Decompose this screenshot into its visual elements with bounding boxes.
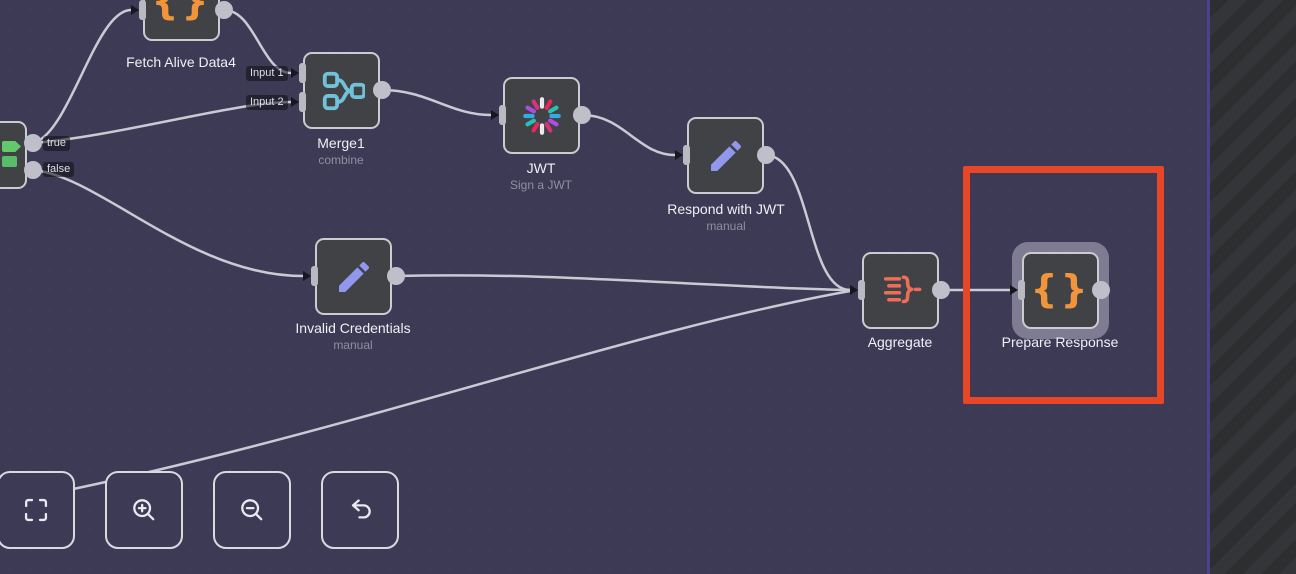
node-respond-with-jwt[interactable] <box>687 117 764 194</box>
zoom-to-fit-icon <box>24 498 48 522</box>
side-panel-striped <box>1207 0 1296 574</box>
zoom-out-button[interactable] <box>213 471 291 549</box>
port-label-false: false <box>43 162 75 177</box>
input-port[interactable] <box>311 266 318 286</box>
undo-button[interactable] <box>321 471 399 549</box>
edge-fetch-to-merge-input1[interactable] <box>222 8 293 75</box>
edge-respond-to-aggregate[interactable] <box>764 153 852 292</box>
input-port-2[interactable] <box>299 92 306 112</box>
input-arrow-icon <box>291 97 299 107</box>
aggregate-icon <box>883 274 921 303</box>
node-merge1[interactable] <box>303 52 380 129</box>
node-invalid-credentials[interactable] <box>315 238 392 315</box>
node-prepare-response[interactable]: {} <box>1022 252 1099 329</box>
input-arrow-icon <box>675 150 683 160</box>
merge-icon <box>322 71 365 110</box>
port-label-input1: Input 1 <box>246 66 288 81</box>
output-port[interactable] <box>573 106 591 124</box>
output-port[interactable] <box>757 146 775 164</box>
pencil-icon <box>338 261 369 292</box>
if-branch-icon <box>2 156 17 167</box>
undo-icon <box>351 499 371 519</box>
output-port[interactable] <box>932 281 950 299</box>
output-port[interactable] <box>387 267 405 285</box>
edge-merge-to-jwt[interactable] <box>380 88 493 117</box>
input-port[interactable] <box>1018 280 1025 300</box>
output-port-true[interactable] <box>24 134 42 152</box>
edge-jwt-to-respond[interactable] <box>580 113 677 157</box>
zoom-to-fit-button[interactable] <box>0 471 75 549</box>
edge-false-to-invalid[interactable] <box>31 168 305 278</box>
input-arrow-icon <box>303 271 311 281</box>
output-port-false[interactable] <box>24 161 42 179</box>
output-port[interactable] <box>373 81 391 99</box>
edge-offscreen-to-aggregate[interactable] <box>0 289 852 512</box>
input-arrow-icon <box>131 5 139 15</box>
if-branch-icon <box>2 141 21 152</box>
input-arrow-icon <box>850 285 858 295</box>
output-port[interactable] <box>215 1 233 19</box>
port-label-true: true <box>43 136 70 151</box>
node-jwt[interactable] <box>503 77 580 154</box>
node-aggregate[interactable] <box>862 252 939 329</box>
input-port[interactable] <box>499 105 506 125</box>
input-arrow-icon <box>291 68 299 78</box>
edge-invalid-to-aggregate[interactable] <box>394 274 852 292</box>
input-arrow-icon <box>491 110 499 120</box>
input-port[interactable] <box>683 145 690 165</box>
input-port[interactable] <box>858 280 865 300</box>
port-label-input2: Input 2 <box>246 95 288 110</box>
code-braces-icon: {} <box>1030 266 1091 311</box>
zoom-in-icon <box>133 499 155 521</box>
input-arrow-icon <box>1010 285 1018 295</box>
zoom-in-button[interactable] <box>105 471 183 549</box>
pencil-icon <box>710 140 741 171</box>
output-port[interactable] <box>1092 281 1110 299</box>
jwt-logo-icon <box>522 96 561 135</box>
node-if[interactable] <box>0 121 27 189</box>
zoom-out-icon <box>241 499 263 521</box>
node-fetch-alive-data4[interactable]: {} <box>143 0 220 41</box>
input-port[interactable] <box>139 0 146 20</box>
code-braces-icon: {} <box>151 0 212 23</box>
edge-true-to-fetch[interactable] <box>31 8 133 145</box>
red-highlight-box <box>963 166 1164 404</box>
input-port-1[interactable] <box>299 63 306 83</box>
